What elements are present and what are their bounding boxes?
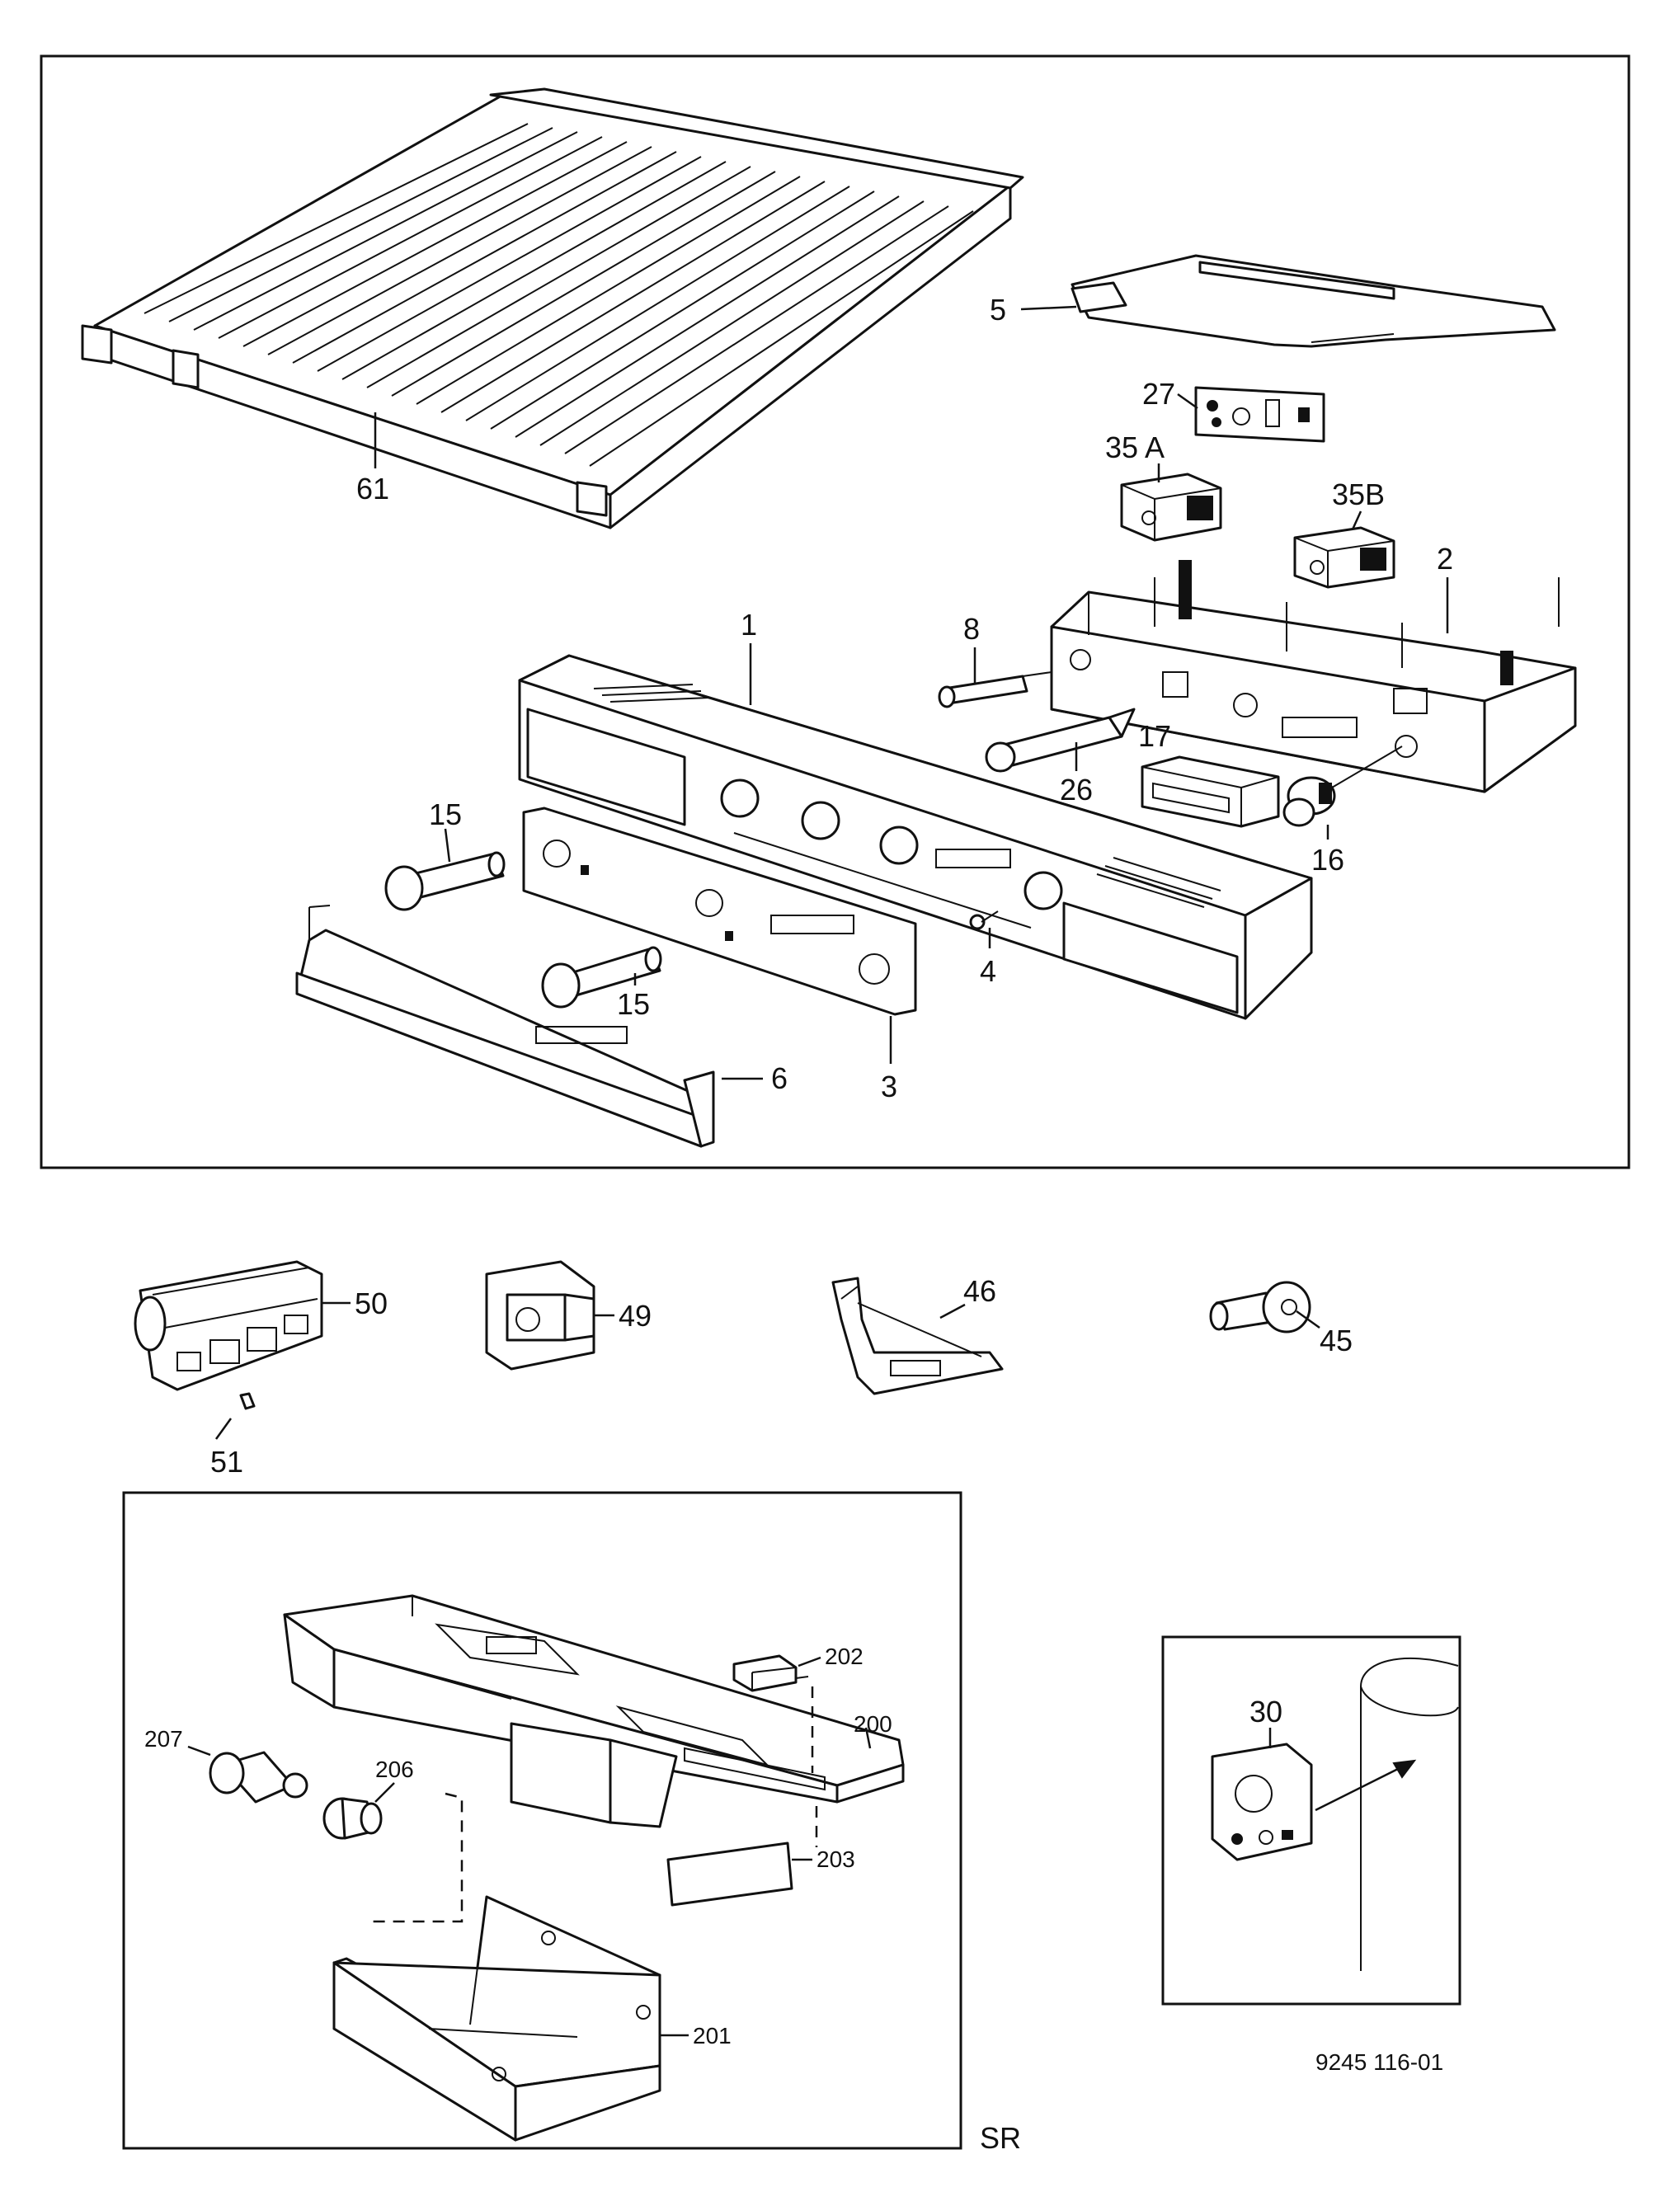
part-2-control-housing [1050, 560, 1577, 793]
part-200-housing-sr [283, 1594, 905, 1828]
label-61: 61 [356, 472, 389, 506]
part-51-screw [239, 1392, 256, 1410]
leader-200 [864, 1727, 872, 1749]
part-203-label-plate [666, 1841, 793, 1907]
leader-207 [187, 1745, 211, 1757]
label-1: 1 [741, 608, 757, 642]
part-4-screw [969, 910, 999, 930]
label-4: 4 [980, 954, 996, 988]
part-35a-thermostat [1120, 473, 1222, 542]
sr-variant-frame [122, 1491, 962, 2150]
label-6: 6 [771, 1061, 788, 1095]
label-45: 45 [1320, 1324, 1353, 1357]
part-49-switch [485, 1260, 595, 1371]
label-50: 50 [355, 1286, 388, 1320]
leader-35b [1351, 510, 1362, 530]
part-201-cover-tray [332, 1895, 661, 2142]
part-15-knob-lower [541, 946, 662, 1009]
part-3-front-plate [522, 807, 917, 1016]
label-46: 46 [963, 1274, 996, 1308]
part-35b-thermostat [1293, 526, 1395, 589]
leader-202 [798, 1656, 821, 1667]
compressor-outline [1360, 1657, 1459, 1971]
label-206: 206 [375, 1757, 414, 1782]
part-6-trim-strip [295, 905, 715, 1148]
label-200: 200 [854, 1711, 892, 1737]
part-50-switch-block [134, 1260, 323, 1391]
leader-15a [444, 828, 451, 863]
part-27-circuit-board [1194, 386, 1325, 443]
label-202: 202 [825, 1644, 864, 1669]
leader-46 [939, 1303, 966, 1319]
label-30: 30 [1249, 1695, 1282, 1729]
leader-5 [1020, 305, 1077, 311]
drawing-number: 9245 116-01 [1315, 2049, 1443, 2075]
label-35b: 35B [1332, 477, 1385, 511]
label-2: 2 [1437, 542, 1453, 576]
label-5: 5 [990, 293, 1006, 327]
label-26: 26 [1060, 773, 1093, 807]
mounting-arrowhead [1392, 1759, 1417, 1779]
part-46-bracket [831, 1277, 1004, 1395]
label-8: 8 [963, 612, 980, 646]
part-61-shelf [81, 87, 1024, 529]
part-206-lamp-socket [322, 1797, 383, 1840]
label-17: 17 [1138, 719, 1171, 753]
leader-45 [1296, 1310, 1320, 1329]
main-assembly-frame [40, 54, 1631, 1169]
part-45-lamp [1209, 1281, 1311, 1333]
label-207: 207 [144, 1726, 183, 1752]
part-5-cover-plate [1071, 254, 1556, 348]
label-27: 27 [1142, 377, 1175, 411]
part-202-terminal [732, 1654, 809, 1692]
part-26-sensor-rod [985, 708, 1136, 773]
label-16: 16 [1311, 843, 1344, 877]
part-1-control-panel [518, 654, 1313, 1020]
label-49: 49 [619, 1299, 652, 1333]
part-207-bulb [209, 1751, 308, 1804]
part-30-inset-frame [1161, 1635, 1461, 2006]
label-203: 203 [816, 1846, 855, 1872]
part-15-knob-upper [384, 851, 506, 911]
part-17-lamp-cover [1141, 755, 1280, 828]
part-30-relay [1211, 1743, 1313, 1861]
part-8-shaft [938, 671, 1052, 708]
label-201: 201 [693, 2023, 732, 2048]
leader-206 [374, 1782, 395, 1803]
label-51: 51 [210, 1445, 243, 1479]
label-35a: 35 A [1105, 430, 1165, 464]
leader-27 [1177, 393, 1198, 410]
leader-51 [214, 1418, 233, 1440]
sr-variant-label: SR [980, 2121, 1021, 2155]
part-16-lamp-socket [1282, 746, 1403, 827]
label-3: 3 [881, 1070, 897, 1103]
mounting-arrow [1315, 1763, 1407, 1812]
label-15b: 15 [617, 987, 650, 1021]
assembly-guide-lamp [367, 1792, 464, 1923]
label-15a: 15 [429, 797, 462, 831]
